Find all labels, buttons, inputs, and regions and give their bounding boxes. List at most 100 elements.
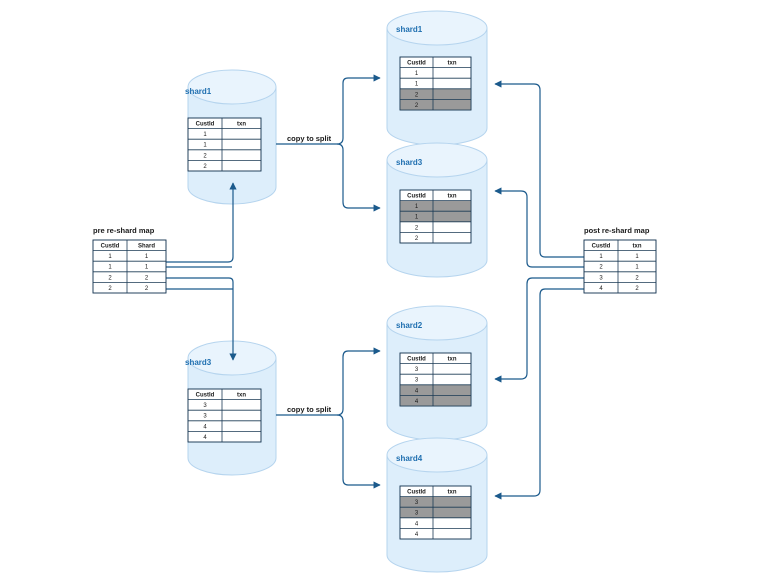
target-shard3-table: CustId txn 1 1 2 2 bbox=[399, 189, 472, 244]
source-shard3-table-border bbox=[187, 388, 262, 443]
post-map-cell-r3c2: 2 bbox=[635, 275, 639, 281]
copy-to-split-label-bottom: copy to split bbox=[287, 405, 332, 414]
post-map-header-2: txn bbox=[633, 244, 642, 250]
pre-map-to-source-shard3-arrow bbox=[166, 277, 237, 361]
target-shard4-header-2: txn bbox=[448, 490, 457, 496]
target-shard2-row-3-highlight bbox=[400, 384, 471, 396]
pre-map-cell-r2c1: 1 bbox=[108, 265, 112, 271]
target-shard4-cell-r3c1: 4 bbox=[415, 521, 419, 527]
post-map-title: post re-shard map bbox=[584, 226, 650, 235]
copy-to-split-label-top: copy to split bbox=[287, 134, 332, 143]
post-map-cell-r1c1: 1 bbox=[599, 254, 603, 260]
source-shard1-cell-r2c1: 1 bbox=[203, 143, 207, 149]
target-shard4-table-border bbox=[399, 485, 472, 540]
source-shard1-header-1: CustId bbox=[196, 122, 215, 128]
target-shard3-table-border bbox=[399, 189, 472, 244]
target-shard3-cell-r4c1: 2 bbox=[415, 236, 419, 242]
pre-map-cell-r1c1: 1 bbox=[108, 254, 112, 260]
pre-map-header-1: CustId bbox=[101, 244, 120, 250]
target-shard1-cylinder-top bbox=[386, 10, 488, 46]
target-shard3-cell-r2c1: 1 bbox=[415, 215, 419, 221]
target-shard3-cylinder-top bbox=[386, 142, 488, 178]
pre-map-to-source-shard1-arrow bbox=[166, 182, 237, 263]
target-shard2-label: shard2 bbox=[396, 321, 423, 330]
pre-map-cell-r4c2: 2 bbox=[145, 286, 149, 292]
pre-map-table: CustId Shard 1 1 1 1 2 2 2 2 bbox=[92, 239, 167, 294]
target-shard1-cell-r4c1: 2 bbox=[415, 103, 419, 109]
pre-map-cell-r3c2: 2 bbox=[145, 275, 149, 281]
source-shard3-header-1: CustId bbox=[196, 393, 215, 399]
connectors-layer bbox=[166, 74, 584, 500]
target-shard3-cell-r1c1: 1 bbox=[415, 204, 419, 210]
pre-map-table-border bbox=[92, 239, 167, 294]
target-shard4-row-2-highlight bbox=[400, 507, 471, 518]
source-shard1-table-border bbox=[187, 117, 262, 172]
target-shard2-row-4-highlight bbox=[400, 395, 471, 406]
post-map-table-frame bbox=[583, 239, 657, 294]
target-shard2-cell-r1c1: 3 bbox=[415, 367, 419, 373]
target-shard1-table-border bbox=[399, 56, 472, 111]
target-shard4-header-1: CustId bbox=[407, 490, 426, 496]
source-shard1-header-2: txn bbox=[237, 122, 246, 128]
post-map-cell-r2c2: 1 bbox=[635, 265, 639, 271]
target-shard3-header-2: txn bbox=[448, 194, 457, 200]
target-shard2-header-1: CustId bbox=[407, 357, 426, 363]
target-shard3-header-1: CustId bbox=[407, 194, 426, 200]
pre-map-cell-r3c1: 2 bbox=[108, 275, 112, 281]
pre-map-cell-r2c2: 1 bbox=[145, 265, 149, 271]
target-shard2-cell-r4c1: 4 bbox=[415, 399, 419, 405]
target-shard4-table: CustId txn 3 3 4 4 bbox=[399, 485, 472, 540]
target-shard4-label: shard4 bbox=[396, 454, 423, 463]
target-shard4-cell-r4c1: 4 bbox=[415, 532, 419, 538]
source-shard1-table-frame bbox=[187, 117, 262, 172]
target-shard3-row-2-highlight bbox=[400, 211, 471, 222]
post-map-table: CustId txn 1 1 2 1 3 2 4 2 bbox=[583, 239, 657, 294]
pre-map-header-2: Shard bbox=[138, 244, 155, 250]
post-map-to-target-shard4-arrow bbox=[494, 288, 584, 500]
target-shard1-header-1: CustId bbox=[407, 61, 426, 67]
source-shard3-header-2: txn bbox=[237, 393, 246, 399]
source-shard1-cell-r4c1: 2 bbox=[203, 164, 207, 170]
post-map-cell-r3c1: 3 bbox=[599, 275, 603, 281]
target-shard2-table-border bbox=[399, 352, 472, 407]
target-shard2-cylinder-top bbox=[386, 305, 488, 341]
post-map-cell-r1c2: 1 bbox=[635, 254, 639, 260]
target-shard1-header-2: txn bbox=[448, 61, 457, 67]
source-shard3-label: shard3 bbox=[185, 358, 212, 367]
source-shard3-cell-r4c1: 4 bbox=[203, 435, 207, 441]
source-shard1-label: shard1 bbox=[185, 87, 212, 96]
target-shard4-cell-r1c1: 3 bbox=[415, 500, 419, 506]
target-shard2-header-2: txn bbox=[448, 357, 457, 363]
post-map-cell-r2c1: 2 bbox=[599, 265, 603, 271]
target-shard1-row-3-highlight bbox=[400, 88, 471, 100]
copy-to-target-shard2-arrow bbox=[336, 347, 381, 416]
source-shard3-cell-r3c1: 4 bbox=[203, 424, 207, 430]
target-shard3-cell-r3c1: 2 bbox=[415, 225, 419, 231]
pre-map-cell-r1c2: 1 bbox=[145, 254, 149, 260]
post-map-cell-r4c2: 2 bbox=[635, 286, 639, 292]
post-map-table-border bbox=[583, 239, 657, 294]
post-map-to-target-shard2-arrow bbox=[494, 277, 584, 383]
target-shard4-row-1-highlight bbox=[400, 496, 471, 508]
post-map-to-target-shard3-arrow bbox=[494, 187, 584, 268]
post-map-header-1: CustId bbox=[592, 244, 611, 250]
target-shard3-row-1-highlight bbox=[400, 200, 471, 212]
post-map-cell-r4c1: 4 bbox=[599, 286, 603, 292]
target-shard1-cell-r3c1: 2 bbox=[415, 92, 419, 98]
post-map-to-target-shard1-arrow bbox=[494, 80, 584, 258]
copy-to-target-shard1-arrow bbox=[336, 74, 381, 145]
pre-map-title: pre re-shard map bbox=[93, 226, 155, 235]
target-shard1-row-4-highlight bbox=[400, 99, 471, 110]
target-shard4-cell-r2c1: 3 bbox=[415, 511, 419, 517]
source-shard1-cell-r3c1: 2 bbox=[203, 153, 207, 159]
target-shard4-cylinder-top bbox=[386, 437, 488, 473]
pre-map-cell-r4c1: 2 bbox=[108, 286, 112, 292]
target-shard2-cell-r3c1: 4 bbox=[415, 388, 419, 394]
text-layer: pre re-shard map post re-shard map copy … bbox=[93, 25, 650, 463]
